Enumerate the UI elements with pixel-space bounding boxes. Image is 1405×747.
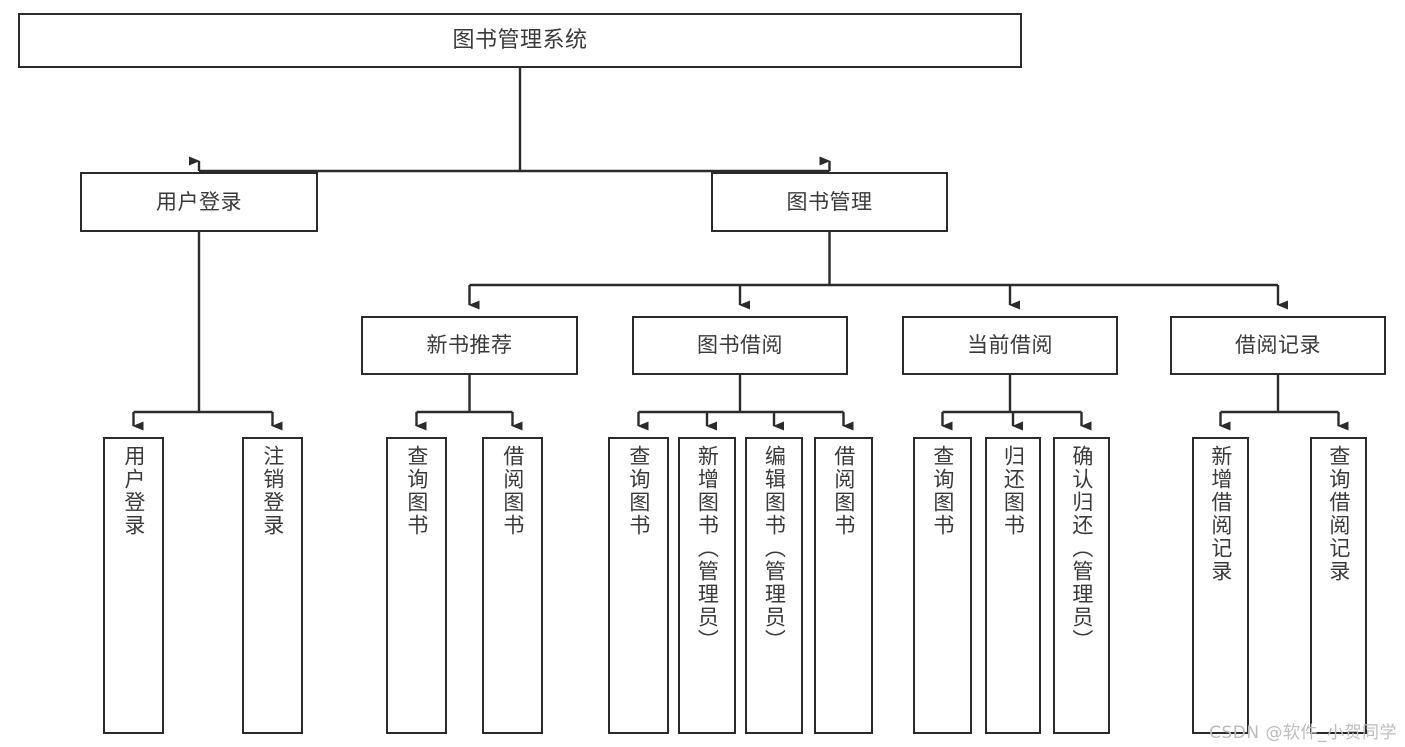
- node-label: 借阅记录: [1235, 333, 1321, 358]
- node-leaf-user-login[interactable]: 用户登录: [103, 437, 164, 734]
- node-leaf-query-record[interactable]: 查询借阅记录: [1310, 437, 1367, 734]
- node-leaf-borrow-book-1[interactable]: 借阅图书: [482, 437, 543, 734]
- node-leaf-add-book[interactable]: 新增图书（管理员）: [678, 437, 736, 734]
- node-label: 图书管理: [786, 189, 873, 214]
- node-book-manage[interactable]: 图书管理: [711, 172, 948, 232]
- node-leaf-confirm-return[interactable]: 确认归还（管理员）: [1053, 437, 1110, 734]
- node-label: 图书管理系统: [452, 27, 588, 53]
- node-label: 查询图书: [626, 445, 651, 537]
- node-leaf-logout[interactable]: 注销登录: [242, 437, 303, 734]
- node-leaf-borrow-book-2[interactable]: 借阅图书: [814, 437, 873, 734]
- node-leaf-query-book-3[interactable]: 查询图书: [913, 437, 972, 734]
- node-label: 新书推荐: [426, 333, 513, 358]
- node-leaf-query-book-1[interactable]: 查询图书: [386, 437, 447, 734]
- node-label: 注销登录: [260, 445, 285, 537]
- node-root-system[interactable]: 图书管理系统: [18, 13, 1022, 68]
- node-label: 查询图书: [930, 445, 955, 537]
- node-leaf-query-book-2[interactable]: 查询图书: [608, 437, 669, 734]
- node-label: 查询图书: [404, 445, 429, 537]
- node-label: 确认归还（管理员）: [1069, 445, 1094, 652]
- node-current-borrow[interactable]: 当前借阅: [902, 316, 1118, 375]
- node-leaf-add-record[interactable]: 新增借阅记录: [1192, 437, 1249, 734]
- node-new-book-recommend[interactable]: 新书推荐: [361, 316, 578, 375]
- node-label: 编辑图书（管理员）: [762, 445, 787, 652]
- node-leaf-edit-book[interactable]: 编辑图书（管理员）: [745, 437, 803, 734]
- node-label: 当前借阅: [967, 333, 1053, 358]
- node-book-borrow[interactable]: 图书借阅: [632, 316, 848, 375]
- node-borrow-record[interactable]: 借阅记录: [1170, 316, 1386, 375]
- node-label: 新增借阅记录: [1208, 445, 1233, 583]
- node-label: 图书借阅: [697, 333, 783, 358]
- node-leaf-return-book[interactable]: 归还图书: [985, 437, 1041, 734]
- node-label: 借阅图书: [500, 445, 525, 537]
- node-user-login[interactable]: 用户登录: [80, 172, 318, 232]
- node-label: 用户登录: [156, 189, 242, 214]
- node-label: 借阅图书: [831, 445, 856, 537]
- node-label: 归还图书: [1001, 445, 1026, 537]
- node-label: 查询借阅记录: [1326, 445, 1351, 583]
- node-label: 新增图书（管理员）: [695, 445, 720, 652]
- node-label: 用户登录: [121, 445, 146, 537]
